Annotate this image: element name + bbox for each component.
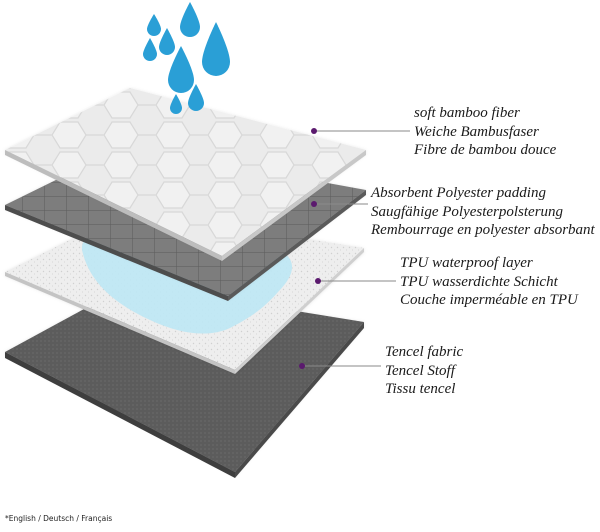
label-line-de: Tencel Stoff bbox=[385, 362, 455, 379]
marker-dot bbox=[299, 363, 305, 369]
label-polyester: Absorbent Polyester padding Saugfähige P… bbox=[371, 184, 595, 240]
water-drop-icon bbox=[168, 46, 194, 93]
water-drop-icon bbox=[188, 84, 204, 111]
label-line-de: Saugfähige Polyesterpolsterung bbox=[371, 203, 564, 220]
leader-lines bbox=[299, 128, 410, 369]
label-line-en: Absorbent Polyester padding bbox=[371, 185, 546, 201]
marker-dot bbox=[311, 128, 317, 134]
label-line-fr: Couche imperméable en TPU bbox=[400, 292, 578, 308]
label-line-fr: Tissu tencel bbox=[385, 381, 456, 397]
label-line-en: soft bamboo fiber bbox=[414, 105, 520, 121]
label-tpu: TPU waterproof layer TPU wasserdichte Sc… bbox=[400, 254, 578, 310]
water-drop-icon bbox=[147, 14, 161, 36]
water-drop-icon bbox=[202, 22, 230, 76]
layer-bamboo bbox=[5, 88, 366, 261]
label-line-fr: Rembourrage en polyester absorbant bbox=[371, 222, 595, 238]
label-bamboo: soft bamboo fiber Weiche Bambusfaser Fib… bbox=[414, 104, 556, 160]
bamboo-sheet bbox=[5, 88, 366, 256]
label-line-de: TPU wasserdichte Schicht bbox=[400, 273, 558, 290]
water-drop-icon bbox=[143, 38, 157, 61]
marker-dot bbox=[311, 201, 317, 207]
label-line-de: Weiche Bambusfaser bbox=[414, 123, 539, 140]
label-line-fr: Fibre de bambou douce bbox=[414, 142, 557, 158]
water-drop-icon bbox=[170, 94, 182, 114]
label-tencel: Tencel fabric Tencel Stoff Tissu tencel bbox=[385, 343, 463, 399]
water-drops bbox=[143, 2, 230, 114]
water-drop-icon bbox=[159, 28, 175, 55]
marker-dot bbox=[315, 278, 321, 284]
language-footnote: *English / Deutsch / Français bbox=[5, 514, 113, 523]
water-drop-icon bbox=[180, 2, 200, 37]
label-line-en: TPU waterproof layer bbox=[400, 255, 533, 271]
label-line-en: Tencel fabric bbox=[385, 344, 464, 360]
